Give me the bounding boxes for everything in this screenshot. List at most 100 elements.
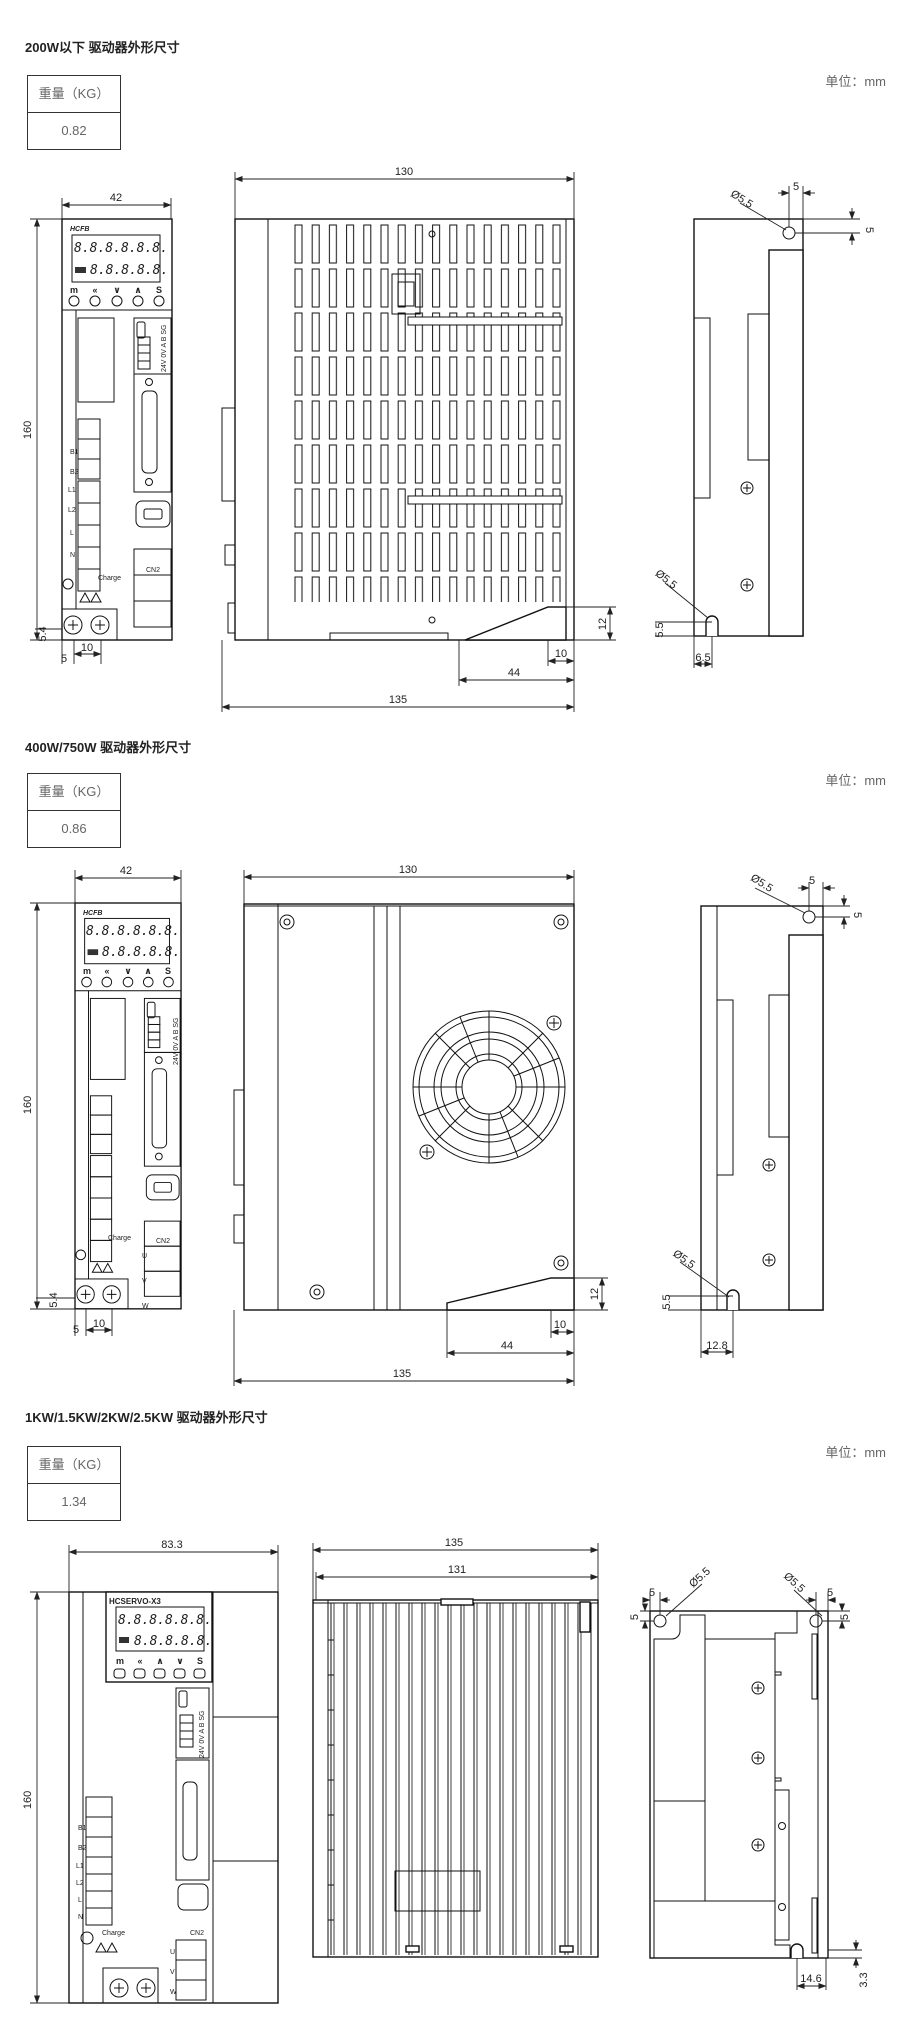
terminal-l1: L1: [68, 487, 76, 494]
button-label-down: ∨: [113, 285, 120, 295]
weight-table: 重量（KG） 1.34: [27, 1446, 121, 1521]
weight-table: 重量（KG） 0.82: [27, 75, 121, 150]
button-label-left: «: [104, 966, 109, 976]
section-title-1kw-2-5kw: 1KW/1.5KW/2KW/2.5KW 驱动器外形尺寸: [25, 1410, 268, 1425]
motor-u: U: [170, 1949, 175, 1956]
dim-front-width: 42: [120, 865, 132, 877]
dim-body-depth: 130: [399, 864, 417, 876]
dim-slot-offset: 12.8: [706, 1340, 727, 1352]
front-view-dimensions: 42 160 5.4 5 10: [22, 865, 182, 1336]
motor-v: V: [142, 1278, 147, 1285]
rear-view-1kw-2-5kw: [649, 1610, 829, 1959]
screw-icon: [751, 1751, 765, 1765]
dim-front-width: 83.3: [161, 1539, 182, 1551]
brand-logo: HCFB: [70, 226, 89, 233]
dim-hole-offset-y: 5: [863, 227, 875, 233]
brand-logo-large: HCSERVO-X3: [109, 1597, 161, 1606]
rear-view-dimensions: 5 5 Ø5.5 Ø5.5 5 5 14.6 3.3: [629, 1565, 870, 1990]
side-view-dimensions: 130 135 44 10 12: [233, 864, 608, 1386]
section-title-400w-750w: 400W/750W 驱动器外形尺寸: [25, 740, 192, 755]
comm-label: 24V 0V A B SG: [161, 325, 168, 372]
dim-hole-offset-left-y: 5: [629, 1614, 641, 1620]
terminal-b1: B1: [70, 449, 79, 456]
screw-icon: [751, 1681, 765, 1695]
brand-logo: HCFB: [83, 910, 102, 917]
screw-icon: [546, 1015, 562, 1031]
cn2-label: CN2: [146, 567, 160, 574]
weight-header: 重量（KG）: [38, 784, 110, 799]
dim-total-depth: 135: [389, 694, 407, 706]
dim-screw-height: 5.4: [48, 1292, 60, 1307]
button-label-set: S: [156, 285, 162, 295]
front-view-dimensions: 42 160 5.4 5 10: [22, 192, 172, 665]
button-label-left: «: [137, 1656, 142, 1666]
cn2-label: CN2: [190, 1930, 204, 1937]
dim-hole-offset-right-y: 5: [839, 1614, 851, 1620]
dim-screw-offset: 5: [61, 653, 67, 665]
dim-screw-height: 5.4: [37, 626, 49, 641]
rear-view-200w: [693, 218, 804, 637]
motor-v: V: [170, 1969, 175, 1976]
dim-foot-width: 10: [555, 648, 567, 660]
terminal-b2: B2: [70, 469, 79, 476]
charge-label: Charge: [98, 575, 121, 582]
front-view-400w-750w: HCFB 8.8.8.8.8.8. 8.8.8.8.8. m « ∨ ∧ S C…: [74, 902, 182, 1310]
dim-slot-offset: 6.5: [695, 652, 710, 664]
side-view-400w-750w: [233, 903, 575, 1311]
charge-label: Charge: [102, 1930, 125, 1937]
side-view-1kw-2-5kw: [312, 1598, 599, 1958]
motor-w: W: [170, 1989, 177, 1996]
lcd-row1: 8.8.8.8.8.8.: [74, 241, 168, 256]
button-label-mode: m: [116, 1656, 124, 1666]
lcd-row2: 8.8.8.8.8.: [102, 945, 180, 960]
weight-value: 1.34: [28, 1483, 120, 1520]
front-view-1kw-2-5kw: HCSERVO-X3 8.8.8.8.8.8. 8.8.8.8.8. m « ∧…: [68, 1591, 279, 2004]
side-view-200w: [221, 218, 575, 641]
terminal-n: N: [70, 552, 75, 559]
weight-table: 重量（KG） 0.86: [27, 773, 121, 848]
dim-slot-offset: 14.6: [800, 1973, 821, 1985]
button-label-mode: m: [70, 285, 78, 295]
dim-hole-offset-x: 5: [809, 875, 815, 887]
dim-height: 160: [22, 1791, 34, 1809]
dim-hole-offset-left-x: 5: [649, 1587, 655, 1599]
dim-hole-dia-left: Ø5.5: [687, 1565, 713, 1590]
dim-foot-height: 12: [597, 618, 609, 630]
button-label-set: S: [165, 966, 171, 976]
button-label-down: ∨: [124, 966, 131, 976]
weight-value: 0.82: [28, 112, 120, 149]
side-view-dimensions: 135 131: [312, 1537, 599, 1600]
button-label-down: ∨: [176, 1656, 183, 1666]
dim-body-depth: 130: [395, 166, 413, 178]
unit-label: 单位：mm: [825, 74, 886, 89]
button-label-up: ∧: [134, 285, 141, 295]
terminal-l2: L2: [76, 1880, 84, 1887]
screw-icon: [762, 1253, 776, 1267]
front-view-dimensions: 83.3 160: [22, 1539, 279, 2004]
dim-front-width: 42: [110, 192, 122, 204]
side-view-dimensions: 130 135 44 10 12: [221, 166, 616, 712]
lcd-row1: 8.8.8.8.8.8.: [118, 1613, 212, 1628]
dim-hole-dia-bottom: Ø5.5: [671, 1248, 697, 1272]
lcd-row1: 8.8.8.8.8.8.: [86, 924, 180, 939]
section-title-200w: 200W以下 驱动器外形尺寸: [25, 40, 180, 55]
button-label-up: ∧: [144, 966, 151, 976]
terminal-b1: B1: [78, 1825, 87, 1832]
screw-icon: [740, 481, 754, 495]
terminal-l: L: [70, 530, 74, 537]
button-label-set: S: [197, 1656, 203, 1666]
button-label-left: «: [92, 285, 97, 295]
dim-screw-offset: 5: [73, 1324, 79, 1336]
dim-foot-width: 10: [554, 1319, 566, 1331]
dim-slot-height: 5.5: [661, 1294, 673, 1309]
dim-slot-height: 3.3: [858, 1972, 870, 1987]
fan-grille-icon: [412, 1010, 566, 1164]
terminal-l2: L2: [68, 507, 76, 514]
dim-bracket-length: 44: [501, 1340, 513, 1352]
front-view-200w: HCFB 8.8.8.8.8.8. 8.8.8.8.8. m « ∨ ∧ S C…: [61, 218, 173, 641]
button-label-up: ∧: [156, 1656, 163, 1666]
comm-label: 24V 0V A B SG: [199, 1711, 206, 1758]
terminal-l1: L1: [76, 1863, 84, 1870]
terminal-b2: B2: [78, 1845, 87, 1852]
